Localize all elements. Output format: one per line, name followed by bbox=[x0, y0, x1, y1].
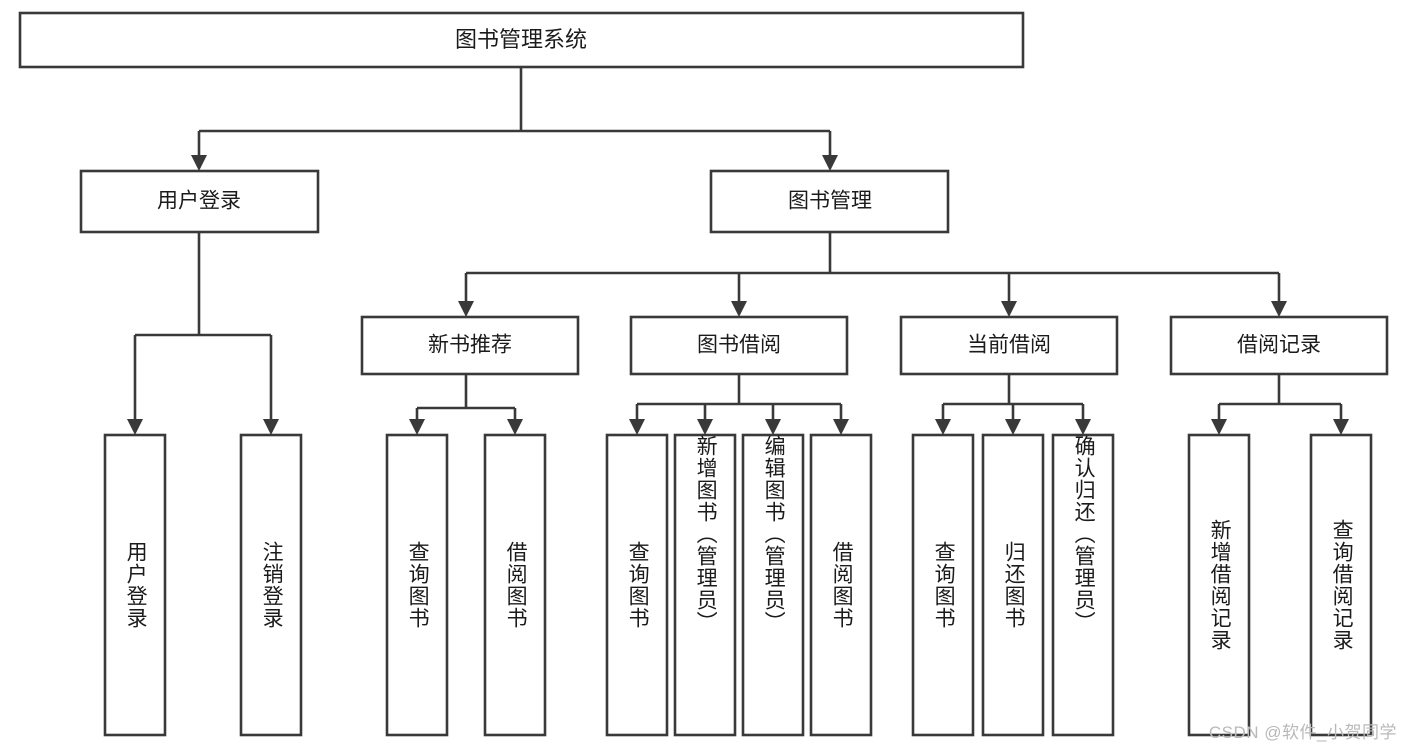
connectors-current-borrow-to-leaves bbox=[935, 374, 1091, 435]
leaf-query-borrow-record-box[interactable] bbox=[1309, 433, 1373, 737]
node-new-book-recommend[interactable]: 新书推荐 bbox=[360, 315, 580, 376]
arrow-leaf-borrow-book-rec bbox=[507, 419, 523, 435]
arrow-leaf-borrow-book bbox=[833, 419, 849, 435]
leaf-boxes bbox=[103, 433, 1373, 737]
node-current-borrow-label: 当前借阅 bbox=[967, 334, 1051, 357]
leaf-user-login-box[interactable] bbox=[103, 433, 167, 737]
leaf-return-book-box[interactable] bbox=[981, 433, 1045, 737]
node-book-borrow-box[interactable] bbox=[629, 315, 849, 376]
arrow-to-user-login bbox=[191, 155, 207, 171]
arrow-leaf-query-book-current bbox=[935, 419, 951, 435]
arrow-leaf-query-borrow-record bbox=[1333, 419, 1349, 435]
node-borrow-record[interactable]: 借阅记录 bbox=[1169, 315, 1389, 376]
connectors-book-manage-to-level3 bbox=[458, 232, 1287, 317]
node-book-manage-label: 图书管理 bbox=[788, 190, 872, 213]
node-new-book-recommend-label: 新书推荐 bbox=[428, 334, 512, 357]
arrow-leaf-edit-book-admin bbox=[765, 419, 781, 435]
node-borrow-record-label: 借阅记录 bbox=[1237, 334, 1321, 357]
arrow-to-book-manage bbox=[822, 155, 838, 171]
leaf-borrow-book-rec-box[interactable] bbox=[483, 433, 547, 737]
node-current-borrow-box[interactable] bbox=[899, 315, 1119, 376]
leaf-add-borrow-record-box[interactable] bbox=[1187, 433, 1251, 737]
node-root[interactable]: 图书管理系统 bbox=[18, 11, 1025, 69]
arrow-leaf-query-book-borrow bbox=[629, 419, 645, 435]
arrow-leaf-add-borrow-record bbox=[1211, 419, 1227, 435]
arrow-to-book-borrow bbox=[731, 301, 747, 317]
node-current-borrow[interactable]: 当前借阅 bbox=[899, 315, 1119, 376]
connectors-borrow-record-to-leaves bbox=[1211, 374, 1349, 435]
leaf-logout-box[interactable] bbox=[239, 433, 303, 737]
node-root-box[interactable] bbox=[18, 11, 1025, 69]
arrow-leaf-confirm-return-admin bbox=[1075, 419, 1091, 435]
node-borrow-record-box[interactable] bbox=[1169, 315, 1389, 376]
node-user-login-box[interactable] bbox=[79, 169, 320, 234]
leaf-add-book-admin-box[interactable] bbox=[673, 433, 737, 737]
arrow-leaf-add-book-admin bbox=[697, 419, 713, 435]
leaf-edit-book-admin-box[interactable] bbox=[741, 433, 805, 737]
leaf-query-book-rec-box[interactable] bbox=[385, 433, 449, 737]
connectors-user-login-to-leaves bbox=[127, 232, 279, 435]
leaf-confirm-return-admin-box[interactable] bbox=[1051, 433, 1115, 737]
node-book-borrow[interactable]: 图书借阅 bbox=[629, 315, 849, 376]
connectors-book-borrow-to-leaves bbox=[629, 374, 849, 435]
arrow-leaf-logout bbox=[263, 419, 279, 435]
node-book-borrow-label: 图书借阅 bbox=[697, 334, 781, 357]
leaf-query-book-current-box[interactable] bbox=[911, 433, 975, 737]
arrow-leaf-user-login bbox=[127, 419, 143, 435]
node-root-label: 图书管理系统 bbox=[455, 27, 587, 52]
arrow-leaf-return-book bbox=[1005, 419, 1021, 435]
leaf-borrow-book-box[interactable] bbox=[809, 433, 873, 737]
leaf-query-book-borrow-box[interactable] bbox=[605, 433, 669, 737]
connectors-root-to-level2 bbox=[191, 67, 838, 171]
node-user-login[interactable]: 用户登录 bbox=[79, 169, 320, 234]
node-book-manage-box[interactable] bbox=[709, 169, 950, 234]
csdn-watermark: CSDN @软件_小贺同学 bbox=[1208, 723, 1397, 742]
node-new-book-recommend-box[interactable] bbox=[360, 315, 580, 376]
arrow-to-current-borrow bbox=[1001, 301, 1017, 317]
connectors-new-book-to-leaves bbox=[409, 374, 523, 435]
arrow-leaf-query-book-rec bbox=[409, 419, 425, 435]
node-book-manage[interactable]: 图书管理 bbox=[709, 169, 950, 234]
node-user-login-label: 用户登录 bbox=[157, 190, 241, 213]
arrow-to-borrow-record bbox=[1271, 301, 1287, 317]
arrow-to-new-book-recommend bbox=[458, 301, 474, 317]
